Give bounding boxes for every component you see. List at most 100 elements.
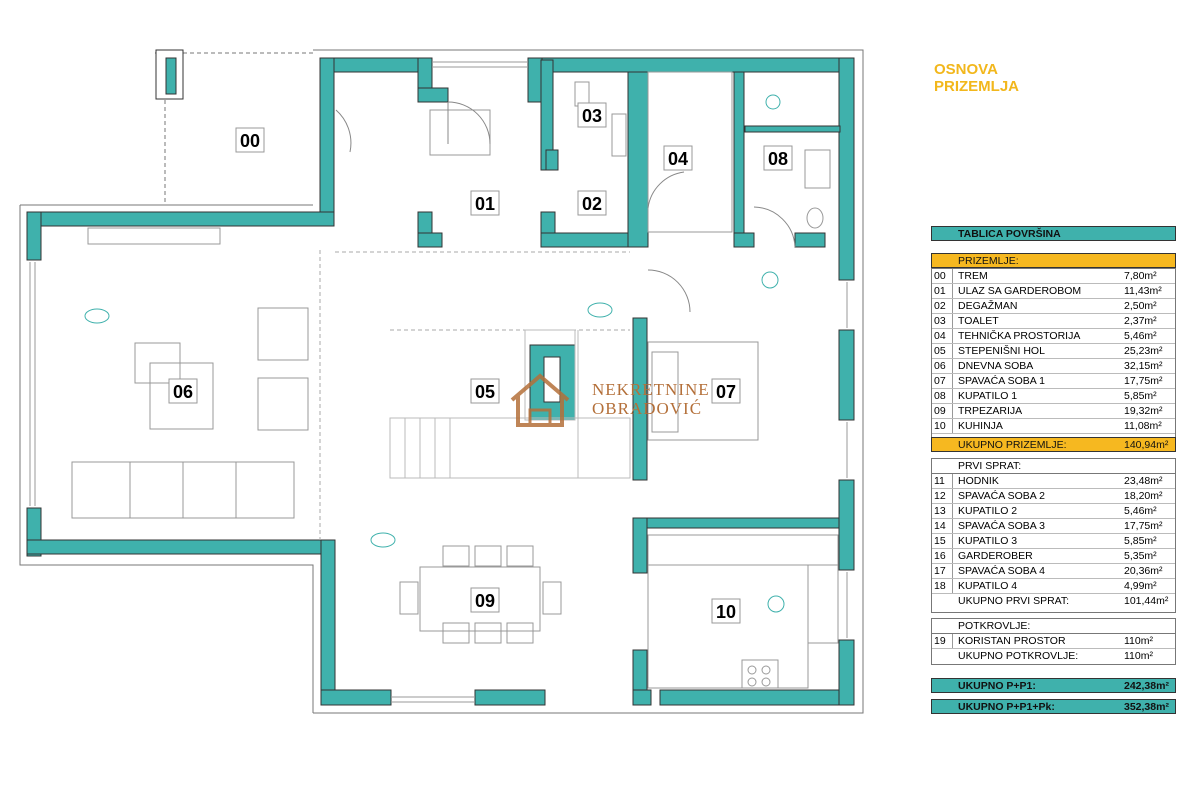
area-row-label: SPAVAĆA SOBA 1 <box>958 375 1045 387</box>
area-row-number: 19 <box>934 635 946 647</box>
area-row-value: 17,75m² <box>1124 375 1163 387</box>
area-row-label: DEGAŽMAN <box>958 300 1018 312</box>
table-header: TABLICA POVRŠINA <box>931 226 1176 241</box>
area-row-label: GARDEROBER <box>958 550 1033 562</box>
sum-p-p1-pk-value: 352,38m² <box>1124 701 1169 713</box>
area-row-label: KUHINJA <box>958 420 1003 432</box>
area-row-label: TREM <box>958 270 988 282</box>
area-row-number: 00 <box>934 270 946 282</box>
area-row-value: 19,32m² <box>1124 405 1163 417</box>
area-row: 09 TRPEZARIJA 19,32m² <box>932 404 1175 419</box>
watermark-line1: NEKRETNINE <box>592 380 710 399</box>
ground-floor-total-value: 140,94m² <box>1124 439 1169 451</box>
area-row-number: 13 <box>934 505 946 517</box>
area-row-number: 05 <box>934 345 946 357</box>
walls <box>26 49 855 706</box>
area-row-label: KUPATILO 1 <box>958 390 1018 402</box>
room-label-03: 03 <box>582 106 602 126</box>
area-row-value: 110m² <box>1124 635 1153 647</box>
area-row-label: TEHNIČKA PROSTORIJA <box>958 330 1081 342</box>
room-labels: 00 01 02 03 04 05 06 07 08 09 10 <box>168 102 793 624</box>
area-row: 17 SPAVAĆA SOBA 4 20,36m² <box>932 564 1175 579</box>
area-row: 12 SPAVAĆA SOBA 2 18,20m² <box>932 489 1175 504</box>
sum-p-p1-label: UKUPNO P+P1: <box>958 680 1036 692</box>
area-row-value: 5,35m² <box>1124 550 1157 562</box>
area-row: 15 KUPATILO 3 5,85m² <box>932 534 1175 549</box>
area-row-number: 14 <box>934 520 946 532</box>
area-row-value: 5,46m² <box>1124 330 1157 342</box>
ground-floor-total: UKUPNO PRIZEMLJE: 140,94m² <box>931 437 1176 452</box>
area-row-value: 17,75m² <box>1124 520 1163 532</box>
room-label-01: 01 <box>475 194 495 214</box>
area-row-number: 16 <box>934 550 946 562</box>
area-row-value: 11,08m² <box>1124 420 1162 432</box>
area-row-number: 11 <box>934 475 945 487</box>
plan-title: OSNOVA PRIZEMLJA <box>934 61 1019 95</box>
room-label-00: 00 <box>240 131 260 151</box>
area-row-number: 01 <box>934 285 946 297</box>
area-row-label: KORISTAN PROSTOR <box>958 635 1066 647</box>
area-row-value: 18,20m² <box>1124 490 1163 502</box>
area-row-label: TOALET <box>958 315 999 327</box>
area-row-value: 32,15m² <box>1124 360 1163 372</box>
area-total-value: 110m² <box>1124 650 1153 662</box>
room-label-07: 07 <box>716 382 736 402</box>
area-row-value: 2,50m² <box>1124 300 1157 312</box>
area-row-label: KUPATILO 3 <box>958 535 1018 547</box>
area-row-value: 20,36m² <box>1124 565 1163 577</box>
area-row: 16 GARDEROBER 5,35m² <box>932 549 1175 564</box>
area-row: 05 STEPENIŠNI HOL 25,23m² <box>932 344 1175 359</box>
area-row-label: SPAVAĆA SOBA 4 <box>958 565 1045 577</box>
area-row-number: 18 <box>934 580 946 592</box>
room-label-04: 04 <box>668 149 688 169</box>
area-row-number: 03 <box>934 315 946 327</box>
attic-title: POTKROVLJE: <box>931 618 1176 634</box>
watermark-line2: OBRADOVIĆ <box>592 399 702 418</box>
room-label-08: 08 <box>768 149 788 169</box>
room-label-02: 02 <box>582 194 602 214</box>
area-row: 08 KUPATILO 1 5,85m² <box>932 389 1175 404</box>
area-row-value: 2,37m² <box>1124 315 1157 327</box>
area-row-number: 08 <box>934 390 946 402</box>
area-row: 03 TOALET 2,37m² <box>932 314 1175 329</box>
area-row-number: 15 <box>934 535 946 547</box>
area-row-label: SPAVAĆA SOBA 2 <box>958 490 1045 502</box>
area-row-value: 5,85m² <box>1124 390 1157 402</box>
area-row-value: 5,46m² <box>1124 505 1157 517</box>
plan-title-line2: PRIZEMLJA <box>934 78 1020 95</box>
plan-title-line1: OSNOVA <box>934 61 998 78</box>
area-row-label: KUPATILO 2 <box>958 505 1018 517</box>
area-row-number: 12 <box>934 490 946 502</box>
area-total-value: 101,44m² <box>1124 595 1169 607</box>
attic-title-label: POTKROVLJE: <box>958 620 1031 632</box>
room-label-09: 09 <box>475 591 495 611</box>
area-total-row: UKUPNO PRVI SPRAT: 101,44m² <box>932 594 1175 609</box>
area-row-label: TRPEZARIJA <box>958 405 1023 417</box>
area-row-label: STEPENIŠNI HOL <box>958 345 1045 357</box>
area-row-number: 09 <box>934 405 946 417</box>
area-row-number: 17 <box>934 565 946 577</box>
area-row-value: 7,80m² <box>1124 270 1157 282</box>
area-total-row: UKUPNO POTKROVLJE:110m² <box>932 649 1175 664</box>
area-total-label: UKUPNO PRVI SPRAT: <box>958 595 1070 607</box>
area-row-label: ULAZ SA GARDEROBOM <box>958 285 1082 297</box>
area-row-value: 5,85m² <box>1124 535 1157 547</box>
table-header-label: TABLICA POVRŠINA <box>958 228 1061 240</box>
room-label-10: 10 <box>716 602 736 622</box>
area-row-number: 10 <box>934 420 946 432</box>
ground-floor-title-label: PRIZEMLJE: <box>958 255 1019 267</box>
room-label-06: 06 <box>173 382 193 402</box>
area-row: 19 KORISTAN PROSTOR 110m² <box>932 634 1175 649</box>
floor-plan: 00 01 02 03 04 05 06 07 08 09 10 NEKRETN… <box>19 49 864 714</box>
area-row-label: KUPATILO 4 <box>958 580 1018 592</box>
area-row-value: 25,23m² <box>1124 345 1163 357</box>
